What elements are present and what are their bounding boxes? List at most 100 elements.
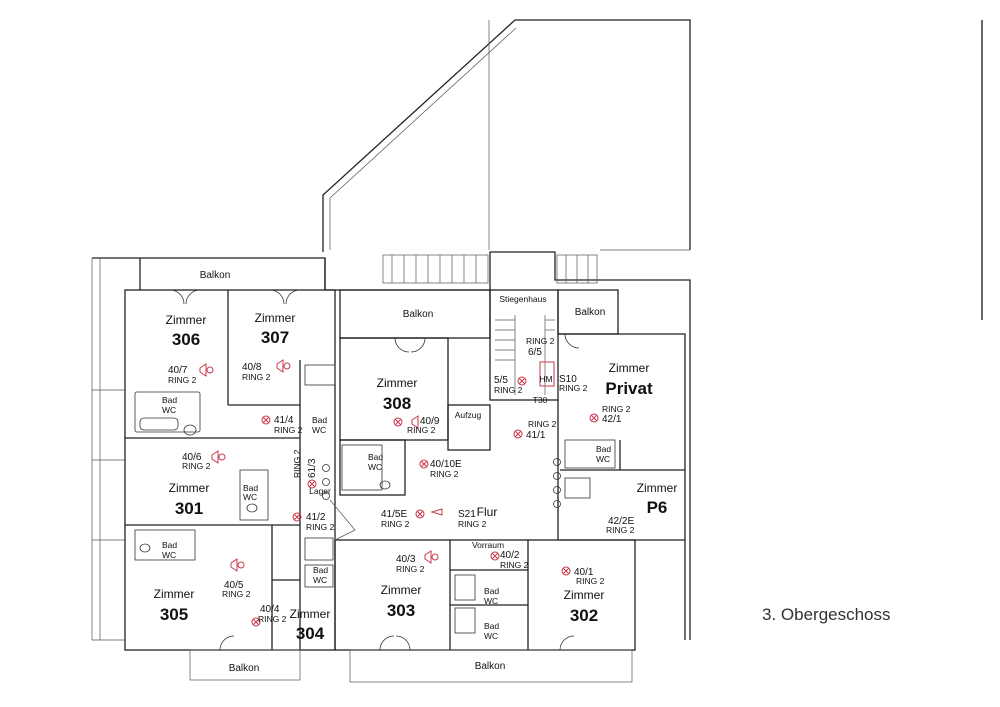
room-304: Zimmer 304 40/4 RING 2	[258, 604, 330, 643]
wc-label: WC	[484, 596, 498, 606]
wc-label: WC	[368, 462, 382, 472]
room-ring: RING 2	[242, 372, 271, 382]
corridor-label: Flur	[477, 505, 498, 519]
room-number: 301	[175, 499, 203, 518]
room-ring: RING 2	[606, 525, 635, 535]
room-code: 40/5	[224, 580, 244, 591]
room-p6: Zimmer P6 42/2E RING 2	[606, 481, 677, 535]
device-ring: RING 2	[528, 419, 557, 429]
device-ring: RING 2	[526, 336, 555, 346]
device-code: 6/5	[528, 347, 542, 358]
device-code: 40/10E	[430, 459, 462, 470]
room-ring: RING 2	[182, 461, 211, 471]
siren-icons	[199, 359, 555, 572]
room-number: Privat	[605, 379, 653, 398]
wc-label: WC	[162, 405, 176, 415]
device-code: S10	[559, 374, 577, 385]
wc-label: WC	[596, 454, 610, 464]
device-ring: RING 2	[274, 425, 303, 435]
fire-detector-icons	[199, 359, 599, 627]
core-labels: Stiegenhaus Aufzug Flur Vorraum Lager T3…	[309, 294, 552, 550]
room-ring: RING 2	[576, 576, 605, 586]
lift-label: Aufzug	[455, 410, 482, 420]
bad-label: Bad	[243, 483, 258, 493]
room-name: Zimmer	[377, 376, 418, 390]
room-code: 40/7	[168, 365, 188, 376]
room-name: Zimmer	[564, 588, 605, 602]
room-code: 42/2E	[608, 516, 634, 527]
room-302: Zimmer 302 40/1 RING 2	[564, 567, 605, 625]
wc-label: WC	[313, 575, 327, 585]
wc-label: WC	[484, 631, 498, 641]
device-code: 41/5E	[381, 509, 407, 520]
room-308: Zimmer 308 40/9 RING 2	[377, 376, 440, 435]
device-code: 61/3	[307, 458, 318, 478]
stairs-label: Stiegenhaus	[499, 294, 546, 304]
balcony-labels: Balkon Balkon Balkon Balkon Balkon	[200, 270, 606, 674]
bad-label: Bad	[484, 586, 499, 596]
balcony-center-label: Balkon	[403, 309, 434, 320]
room-name: Zimmer	[637, 481, 678, 495]
room-code: 40/3	[396, 554, 416, 565]
room-301: Zimmer 301 40/6 RING 2	[169, 452, 211, 518]
device-code: 40/2	[500, 550, 520, 561]
device-ring: RING 2	[458, 519, 487, 529]
room-number: 308	[383, 394, 411, 413]
room-code: 40/6	[182, 452, 202, 463]
device-ring: RING 2	[430, 469, 459, 479]
room-ring: RING 2	[396, 564, 425, 574]
bad-label: Bad	[162, 540, 177, 550]
vestibule-label: Vorraum	[472, 540, 504, 550]
room-name: Zimmer	[154, 587, 195, 601]
floor-title: 3. Obergeschoss	[762, 605, 891, 624]
room-name: Zimmer	[166, 313, 207, 327]
balcony-top-left-label: Balkon	[200, 270, 231, 281]
room-number: 303	[387, 601, 415, 620]
device-ring: RING 2	[306, 522, 335, 532]
device-code: S21	[458, 509, 476, 520]
wc-label: WC	[243, 492, 257, 502]
room-code: 40/8	[242, 362, 262, 373]
room-307: Zimmer 307 40/8 RING 2	[242, 311, 295, 382]
room-number: 302	[570, 606, 598, 625]
room-ring: RING 2	[258, 614, 287, 624]
room-name: Zimmer	[381, 583, 422, 597]
bad-label: Bad	[312, 415, 327, 425]
storage-label: Lager	[309, 486, 331, 496]
room-number: 305	[160, 605, 188, 624]
room-ring: RING 2	[222, 589, 251, 599]
bad-label: Bad	[368, 452, 383, 462]
balcony-bottom-center-label: Balkon	[475, 661, 506, 672]
room-305: Zimmer 305 40/5 RING 2	[154, 580, 251, 624]
device-ring: RING 2	[292, 449, 302, 478]
balcony-right-label: Balkon	[575, 307, 606, 318]
hm-label: HM	[539, 374, 552, 384]
room-number: 304	[296, 624, 325, 643]
device-labels: 41/4 RING 2 RING 2 61/3 41/2 RING 2 41/5…	[274, 336, 588, 570]
room-code: 40/9	[420, 416, 440, 427]
room-ring: RING 2	[407, 425, 436, 435]
room-name: Zimmer	[169, 481, 210, 495]
wc-label: WC	[162, 550, 176, 560]
room-privat: Zimmer Privat RING 2 42/1	[602, 361, 653, 425]
bad-label: Bad	[596, 444, 611, 454]
device-code: 41/1	[526, 430, 546, 441]
room-code: 40/4	[260, 604, 280, 615]
fixtures	[134, 289, 616, 651]
room-number: P6	[647, 498, 668, 517]
room-ring: RING 2	[168, 375, 197, 385]
room-name: Zimmer	[609, 361, 650, 375]
device-ring: RING 2	[500, 560, 529, 570]
room-name: Zimmer	[290, 607, 331, 621]
device-ring: RING 2	[559, 383, 588, 393]
room-name: Zimmer	[255, 311, 296, 325]
device-ring: RING 2	[494, 385, 523, 395]
room-ring: RING 2	[602, 404, 631, 414]
room-306: Zimmer 306 40/7 RING 2	[166, 313, 207, 385]
device-code: 41/4	[274, 415, 294, 426]
bad-label: Bad	[484, 621, 499, 631]
room-code: 42/1	[602, 414, 622, 425]
room-code: 40/1	[574, 567, 594, 578]
room-number: 307	[261, 328, 289, 347]
